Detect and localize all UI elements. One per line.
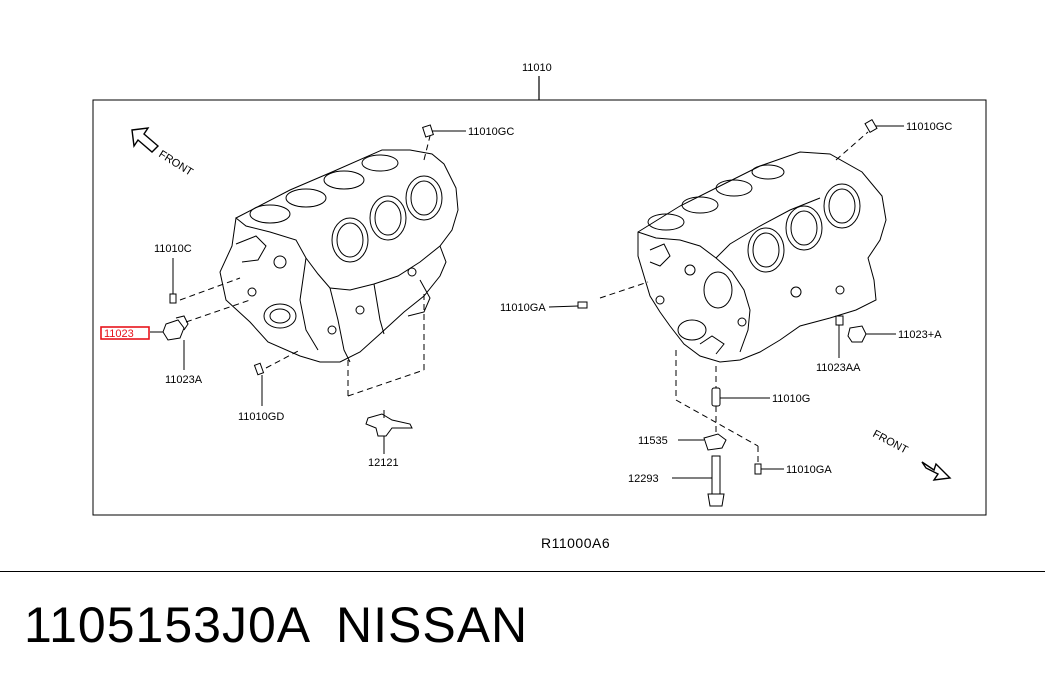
callout-11010: 11010 [522, 62, 552, 74]
callout-11010g: 11010G [772, 393, 810, 405]
callout-11535: 11535 [638, 435, 668, 447]
callout-11023aa: 11023AA [816, 362, 861, 374]
right-leader-lines [599, 131, 869, 462]
callout-11010ga-upper: 11010GA [500, 302, 546, 314]
callout-11023-plus-a: 11023+A [898, 329, 942, 341]
diagram-code: R11000A6 [541, 535, 611, 551]
front-arrow-left-icon [131, 127, 160, 153]
right-cylinder-block [637, 151, 887, 363]
front-label-left: FRONT [156, 148, 195, 178]
footer-divider [0, 571, 1045, 572]
left-cylinder-block [219, 149, 459, 363]
callout-11023a: 11023A [165, 374, 203, 386]
callout-12293: 12293 [628, 473, 659, 485]
left-leader-lines [179, 135, 431, 397]
front-label-right: FRONT [871, 428, 910, 457]
part-number: 1105153J0A [24, 597, 312, 653]
callout-11023-highlight: 11023 [104, 328, 134, 340]
callout-11010gc-right: 11010GC [906, 121, 952, 133]
callout-11010ga-lower: 11010GA [786, 464, 832, 476]
highlight-box-11023 [100, 326, 150, 340]
callout-12121: 12121 [368, 457, 399, 469]
callout-11010gc-left: 11010GC [468, 126, 514, 138]
brand-name: NISSAN [336, 597, 529, 653]
left-callout-leaders [150, 130, 466, 454]
right-small-parts [577, 118, 878, 507]
left-small-parts [162, 124, 434, 437]
callout-11010gd: 11010GD [238, 411, 284, 423]
right-callout-leaders [548, 125, 904, 479]
callout-11010c: 11010C [154, 243, 192, 255]
front-arrow-right-icon [921, 461, 952, 481]
